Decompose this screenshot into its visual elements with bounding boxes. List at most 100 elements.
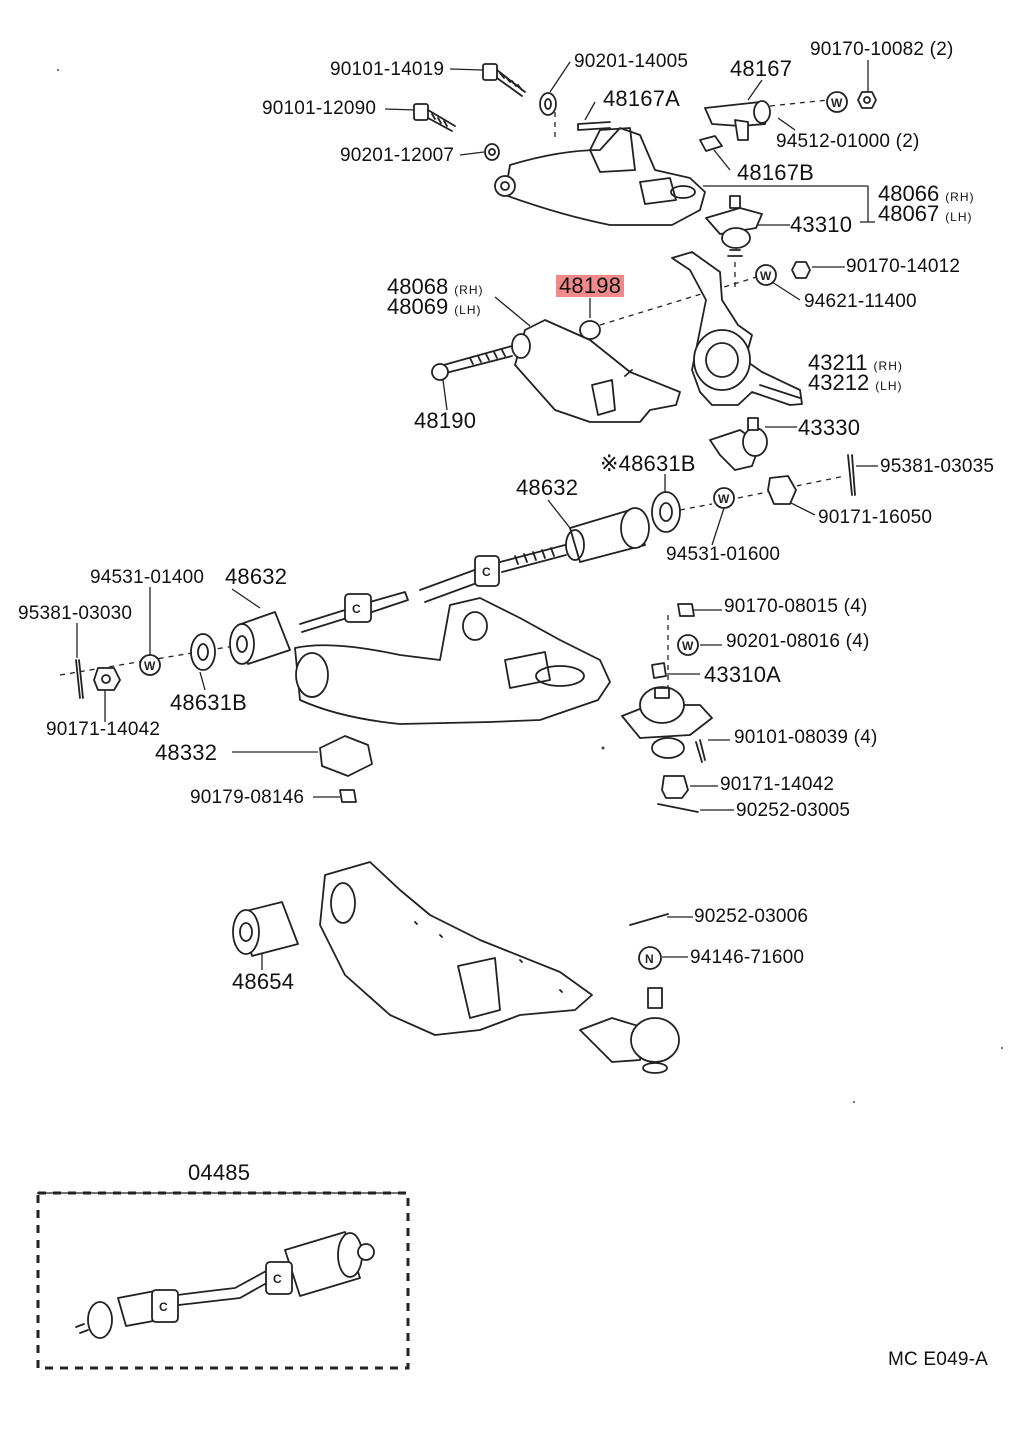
- part-label-90201-14005: 90201-14005: [574, 51, 689, 72]
- part-label-94512-01000: 94512-01000 (2): [776, 131, 920, 152]
- part-label-48632-left: 48632: [225, 564, 288, 589]
- part-label-43310: 43310: [790, 212, 853, 237]
- ball-joint-icon: [705, 195, 763, 257]
- part-label-90201-08016: 90201-08016 (4): [726, 631, 870, 652]
- cotter-pin-icon: [847, 454, 856, 496]
- control-arm-icon: [511, 319, 681, 423]
- nut-icon: [767, 475, 797, 505]
- bushing-icon: [232, 901, 299, 957]
- part-label-90171-14042-right: 90171-14042: [720, 774, 835, 795]
- part-label-94621-11400: 94621-11400: [804, 291, 917, 312]
- washer-icon: W: [826, 91, 848, 113]
- shaft-icon: C: [419, 544, 567, 603]
- washer-icon: W: [139, 654, 161, 676]
- washer-icon: [539, 92, 557, 116]
- part-label-48190: 48190: [414, 408, 477, 433]
- side-rh: (RH): [945, 190, 975, 204]
- part-label-90101-14019: 90101-14019: [330, 59, 445, 80]
- bolt-icon: [482, 63, 526, 97]
- part-label-43310A: 43310A: [704, 662, 782, 687]
- bolt-icon: [413, 103, 456, 132]
- side-rh: (RH): [873, 359, 903, 373]
- washer-icon: W: [713, 487, 735, 509]
- bolt-icon: [431, 345, 513, 381]
- part-label-48332: 48332: [155, 740, 218, 765]
- part-label-48167: 48167: [730, 56, 793, 81]
- side-rh: (RH): [454, 283, 484, 297]
- bump-stopper-icon: [319, 735, 373, 777]
- ball-joint-icon: [709, 417, 768, 471]
- part-label-94531-01400: 94531-01400: [90, 567, 205, 588]
- part-label-90170-08015: 90170-08015 (4): [724, 596, 868, 617]
- part-label-95381-03035: 95381-03035: [880, 456, 995, 477]
- part-label-90101-08039: 90101-08039 (4): [734, 727, 878, 748]
- cotter-pin-icon: [629, 913, 669, 926]
- part-label-90201-12007: 90201-12007: [340, 145, 455, 166]
- svg-text:C: C: [352, 602, 361, 616]
- shaft-icon: C: [299, 591, 409, 633]
- part-label-48198-highlighted: 48198: [556, 275, 625, 297]
- cam-icon: [704, 100, 771, 141]
- svg-text:W: W: [144, 659, 156, 673]
- svg-text:C: C: [159, 1300, 168, 1314]
- ball-joint-icon: [621, 686, 713, 759]
- stud-icon: [577, 121, 611, 131]
- svg-text:W: W: [718, 492, 730, 506]
- part-label-90171-16050: 90171-16050: [818, 507, 933, 528]
- part-label-94146-71600: 94146-71600: [690, 947, 805, 968]
- part-label-04485: 04485: [188, 1160, 251, 1185]
- ball-joint-icon: [579, 987, 680, 1074]
- bushing-icon: [565, 507, 650, 563]
- part-label-90101-12090: 90101-12090: [262, 98, 377, 119]
- part-label-upper-arm-pair: 48066(RH) 48067(LH): [878, 181, 975, 225]
- svg-text:W: W: [831, 96, 843, 110]
- side-lh: (LH): [454, 303, 482, 317]
- washer-icon: [651, 491, 681, 533]
- part-label-48167A: 48167A: [603, 86, 681, 111]
- svg-text:C: C: [482, 565, 491, 579]
- part-number-rh: 43211: [808, 350, 868, 375]
- part-label-48631B-lower: 48631B: [170, 690, 248, 715]
- nut-icon: N: [638, 946, 662, 970]
- side-lh: (LH): [945, 210, 973, 224]
- control-arm-icon: [494, 127, 706, 226]
- nut-icon: [339, 789, 357, 803]
- part-label-90252-03006: 90252-03006: [694, 906, 809, 927]
- part-label-90170-14012: 90170-14012: [846, 256, 961, 277]
- part-label-43330: 43330: [798, 415, 861, 440]
- svg-text:N: N: [645, 952, 654, 966]
- nut-icon: [791, 261, 811, 279]
- cotter-pin-icon: [75, 659, 84, 699]
- bolt-icon: [695, 739, 706, 763]
- side-lh: (LH): [875, 379, 903, 393]
- bolt-icon: [651, 662, 667, 679]
- part-label-48654: 48654: [232, 969, 295, 994]
- bushing-icon: [699, 135, 723, 152]
- nut-icon: [677, 603, 695, 617]
- part-label-90252-03005: 90252-03005: [736, 800, 851, 821]
- part-number-lh: 48069: [387, 294, 449, 319]
- washer-icon: W: [755, 264, 777, 286]
- diagram-code: MC E049-A: [888, 1349, 989, 1370]
- nut-icon: [93, 667, 121, 691]
- part-number-rh: 48066: [878, 181, 940, 206]
- bump-stopper-icon: [579, 320, 601, 340]
- specks: [57, 69, 1003, 1103]
- part-label-90179-08146: 90179-08146: [190, 787, 305, 808]
- part-number-rh: 48068: [387, 274, 449, 299]
- bushing-icon: [229, 611, 291, 665]
- part-label-90171-14042-left: 90171-14042: [46, 719, 161, 740]
- svg-text:C: C: [273, 1272, 282, 1286]
- part-label-90170-10082: 90170-10082 (2): [810, 39, 954, 60]
- svg-text:W: W: [760, 269, 772, 283]
- nut-icon: [661, 775, 689, 799]
- part-label-48632-right: 48632: [516, 475, 579, 500]
- steering-knuckle-icon: [671, 251, 803, 406]
- cotter-pin-icon: [657, 803, 699, 813]
- part-label-lower-arm-pair: 48068 (RH) 48069 (LH): [387, 274, 484, 319]
- part-label-knuckle-pair: 43211(RH) 43212(LH): [808, 350, 903, 394]
- washer-icon: [190, 633, 216, 671]
- control-arm-icon: [294, 597, 611, 725]
